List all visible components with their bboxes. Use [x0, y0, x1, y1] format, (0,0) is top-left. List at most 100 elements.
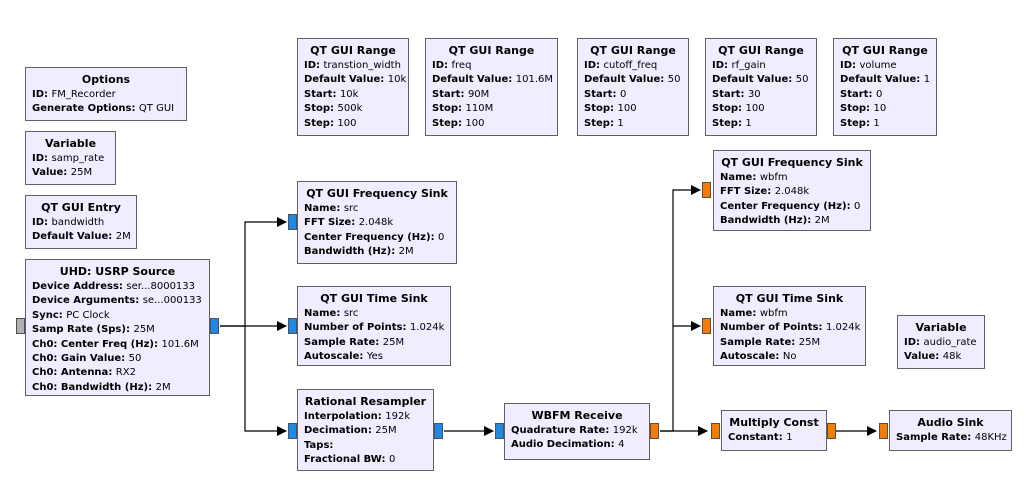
- param-default-value: Default Value2M: [32, 230, 131, 244]
- param-value: rf_gain: [731, 60, 766, 71]
- param-label: Bandwidth (Hz): [304, 246, 399, 257]
- param-value: 100: [337, 117, 357, 129]
- param-ch0-antenna: Ch0: AntennaRX2: [32, 366, 203, 380]
- param-value: Value25M: [32, 166, 109, 180]
- wbfm-receive-in-port[interactable]: [495, 423, 504, 439]
- param-value: Value48k: [904, 350, 978, 364]
- block-title: Audio Sink: [917, 416, 984, 429]
- block-title: QT GUI Frequency Sink: [306, 187, 448, 200]
- param-label: Start: [584, 89, 620, 100]
- param-value: 2M: [115, 231, 131, 243]
- param-step: Step1: [712, 117, 810, 131]
- time-sink-src-in-port[interactable]: [288, 318, 297, 334]
- param-id: IDfreq: [432, 59, 551, 73]
- param-label: Name: [304, 203, 344, 214]
- param-id: IDrf_gain: [712, 59, 810, 73]
- freq-sink-src-in-port[interactable]: [288, 214, 297, 230]
- connection-usrp-to-resampler[interactable]: [244, 326, 287, 436]
- block-title: Rational Resampler: [304, 395, 427, 408]
- param-label: Autoscale: [304, 351, 367, 362]
- param-name: Namesrc: [304, 202, 450, 216]
- param-number-of-points: Number of Points1.024k: [304, 321, 444, 335]
- param-label: Stop: [712, 103, 746, 114]
- param-sync: SyncPC Clock: [32, 309, 203, 323]
- multiply-const-out-port[interactable]: [827, 423, 836, 439]
- block-title: WBFM Receive: [531, 409, 623, 422]
- param-label: Center Frequency (Hz): [304, 232, 438, 243]
- param-taps: Taps: [304, 439, 427, 453]
- param-bandwidth-hz: Bandwidth (Hz)2M: [720, 214, 864, 228]
- block-qt-gui-range-volume[interactable]: QT GUI RangeIDvolumeDefault Value1Start0…: [833, 38, 937, 136]
- block-qt-gui-entry-bandwidth[interactable]: QT GUI EntryIDbandwidthDefault Value2M: [25, 195, 137, 249]
- param-label: Name: [304, 308, 344, 319]
- block-qt-gui-range-freq[interactable]: QT GUI RangeIDfreqDefault Value101.6MSta…: [425, 38, 558, 136]
- param-label: Number of Points: [720, 322, 826, 333]
- param-fractional-bw: Fractional BW0: [304, 453, 427, 467]
- param-label: Decimation: [304, 425, 375, 436]
- param-label: ID: [32, 217, 52, 228]
- block-time-sink-src[interactable]: QT GUI Time SinkNamesrcNumber of Points1…: [297, 286, 451, 366]
- param-label: Name: [720, 172, 760, 183]
- param-label: Quadrature Rate: [511, 425, 613, 436]
- param-fft-size: FFT Size2.048k: [304, 216, 450, 230]
- connection-wbfm-to-freq-sink-wbfm[interactable]: [660, 185, 701, 432]
- param-number-of-points: Number of Points1.024k: [720, 321, 860, 335]
- param-label: Generate Options: [32, 103, 139, 114]
- multiply-const-in-port[interactable]: [711, 423, 720, 439]
- param-label: Default Value: [432, 74, 516, 85]
- param-default-value: Default Value1: [840, 73, 930, 87]
- param-value: 0: [854, 200, 861, 212]
- param-value: 1: [873, 117, 880, 129]
- param-label: Audio Decimation: [511, 439, 618, 450]
- param-label: ID: [432, 60, 452, 71]
- block-variable-audio-rate[interactable]: VariableIDaudio_rateValue48k: [897, 315, 985, 369]
- param-label: Ch0: Center Freq (Hz): [32, 339, 161, 350]
- audio-sink-in-port[interactable]: [879, 423, 888, 439]
- param-constant: Constant1: [728, 431, 820, 445]
- param-stop: Stop500k: [304, 102, 402, 116]
- param-label: Step: [584, 118, 617, 129]
- block-title: UHD: USRP Source: [59, 265, 176, 278]
- param-label: Step: [840, 118, 873, 129]
- block-variable-samp-rate[interactable]: VariableIDsamp_rateValue25M: [25, 131, 116, 185]
- param-label: ID: [32, 89, 52, 100]
- block-rational-resampler[interactable]: Rational ResamplerInterpolation192kDecim…: [297, 389, 434, 471]
- resampler-in-port[interactable]: [288, 423, 297, 439]
- param-label: Bandwidth (Hz): [720, 215, 815, 226]
- block-multiply-const[interactable]: Multiply ConstConstant1: [721, 410, 827, 451]
- param-id: IDcutoff_freq: [584, 59, 682, 73]
- block-title: QT GUI Range: [842, 44, 928, 57]
- block-title: Variable: [44, 137, 97, 150]
- usrp-source-out-port[interactable]: [210, 318, 219, 334]
- param-default-value: Default Value50: [584, 73, 682, 87]
- param-value: bandwidth: [51, 217, 105, 228]
- time-sink-wbfm-in-port[interactable]: [702, 318, 711, 334]
- param-default-value: Default Value10k: [304, 73, 406, 87]
- param-value: 1: [745, 117, 752, 129]
- param-fft-size: FFT Size2.048k: [720, 185, 864, 199]
- param-start: Start90M: [432, 88, 551, 102]
- param-label: Stop: [584, 103, 618, 114]
- block-time-sink-wbfm[interactable]: QT GUI Time SinkNamewbfmNumber of Points…: [713, 286, 866, 366]
- param-value: 2.048k: [358, 217, 394, 229]
- param-label: Value: [32, 167, 71, 178]
- freq-sink-wbfm-in-port[interactable]: [702, 182, 711, 198]
- connection-usrp-to-freq-sink-src[interactable]: [220, 217, 287, 327]
- param-decimation: Decimation25M: [304, 424, 427, 438]
- param-name: Namewbfm: [720, 307, 859, 321]
- resampler-out-port[interactable]: [434, 423, 443, 439]
- block-freq-sink-wbfm[interactable]: QT GUI Frequency SinkNamewbfmFFT Size2.0…: [713, 150, 871, 231]
- param-label: Sync: [32, 310, 66, 321]
- usrp-source-command-port[interactable]: [16, 318, 25, 334]
- param-value: 25M: [375, 425, 397, 437]
- wbfm-receive-out-port[interactable]: [650, 423, 659, 439]
- block-freq-sink-src[interactable]: QT GUI Frequency SinkNamesrcFFT Size2.04…: [297, 181, 457, 264]
- param-value: FM_Recorder: [51, 89, 116, 100]
